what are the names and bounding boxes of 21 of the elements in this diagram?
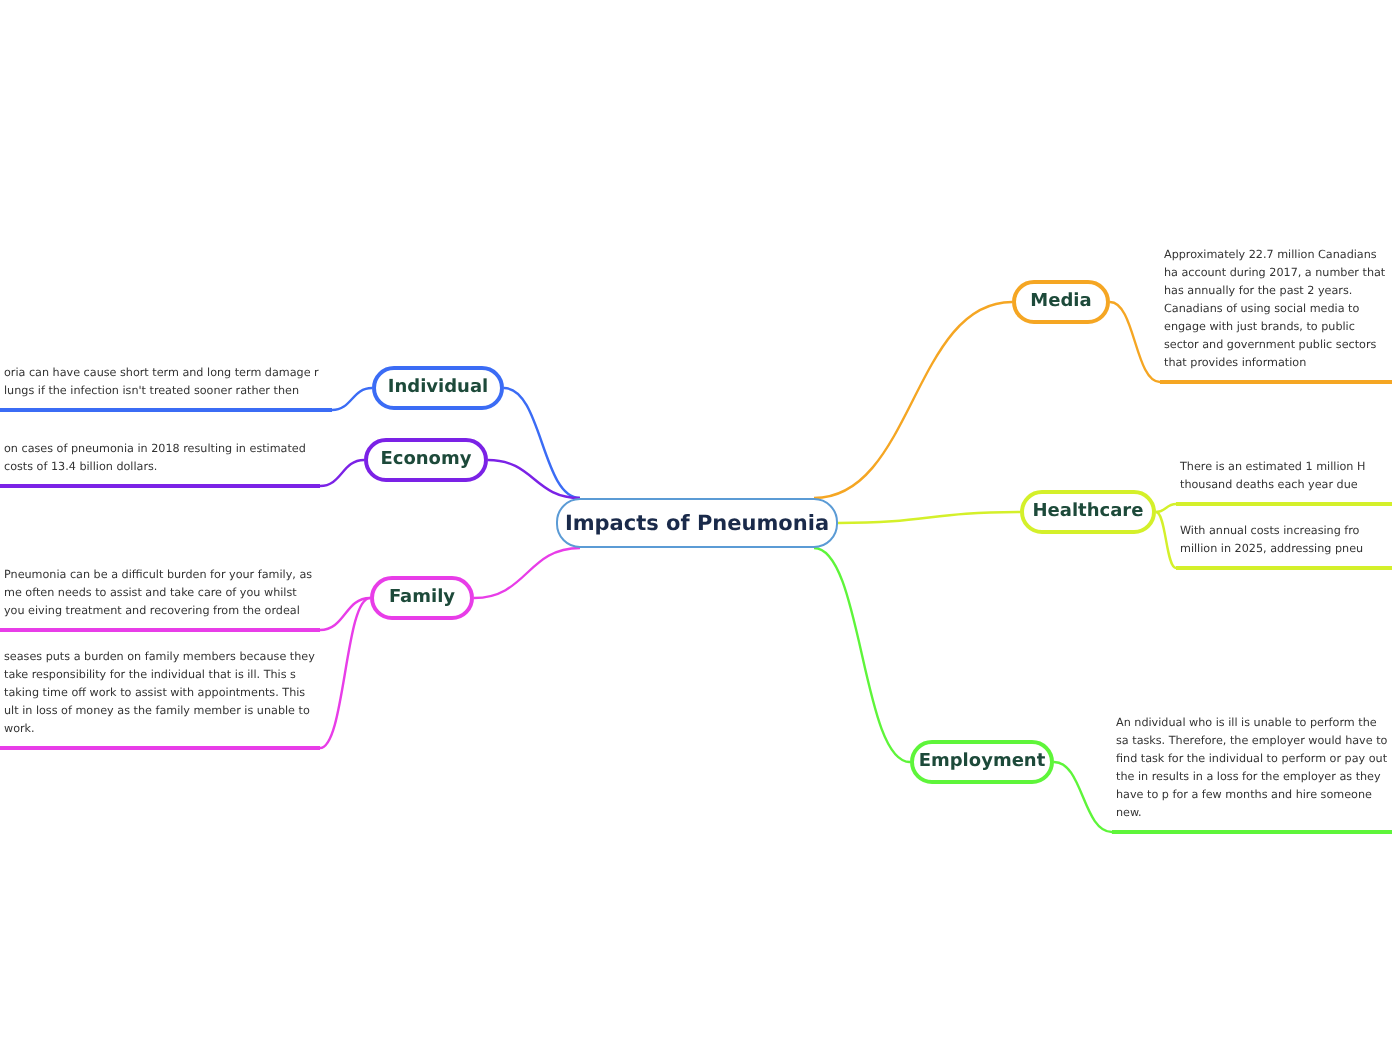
connector-line — [1155, 502, 1177, 514]
connector-line — [813, 546, 911, 764]
connector-line — [473, 546, 581, 600]
connector-line — [1053, 760, 1113, 834]
connector-line — [1155, 510, 1177, 570]
topic-box: Individual — [372, 366, 504, 410]
connector-line — [319, 596, 371, 632]
topic-box: Healthcare — [1020, 490, 1156, 534]
connector-line — [331, 386, 373, 412]
connector-line — [503, 386, 581, 500]
topic-box: Media — [1012, 280, 1110, 324]
connector-line — [487, 458, 581, 500]
connector-line — [319, 596, 371, 750]
connector-line — [1109, 300, 1161, 384]
topic-box: Employment — [910, 740, 1054, 784]
topic-box: Economy — [364, 438, 488, 482]
connector-line — [838, 510, 1020, 525]
topic-box: Family — [370, 576, 474, 620]
connector-line — [813, 300, 1013, 500]
central-topic: Impacts of Pneumonia — [556, 498, 838, 548]
connector-line — [319, 458, 365, 488]
